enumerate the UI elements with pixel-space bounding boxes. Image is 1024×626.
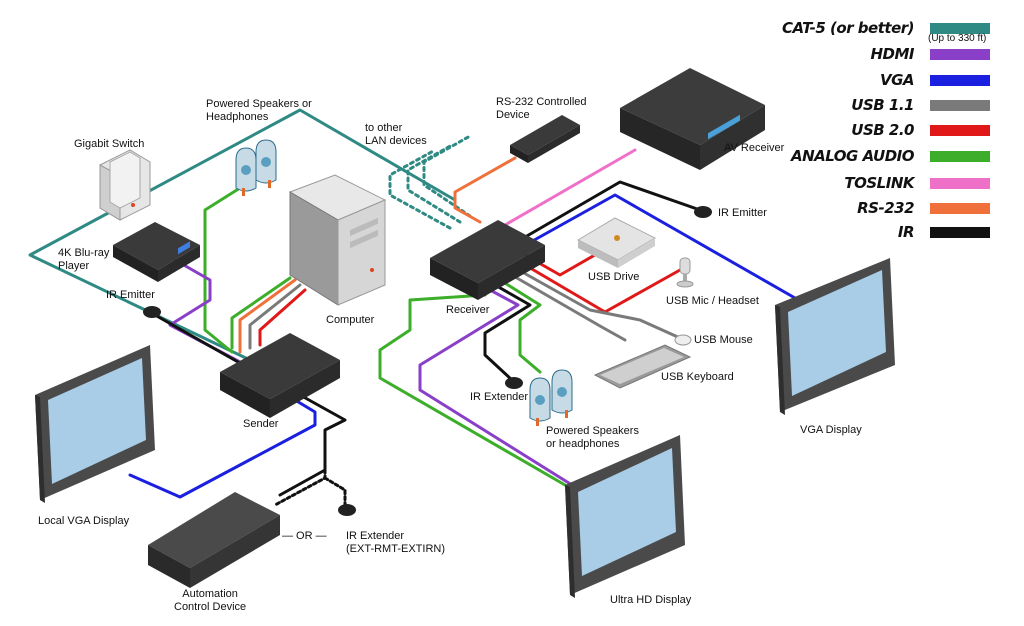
label-rs232-device: RS-232 Controlled Device: [496, 96, 587, 121]
legend-item: TOSLINK: [0, 174, 1024, 195]
cable-audio-bottom: [498, 278, 542, 374]
speakers-bottom-icon: [529, 369, 573, 426]
legend-item: IR: [0, 223, 1024, 244]
ir-extender-mid-icon: [505, 377, 523, 389]
label-usb-keyboard: USB Keyboard: [661, 371, 734, 383]
cable-cat5-lan-1: [388, 148, 452, 230]
legend-label: HDMI: [870, 45, 914, 63]
cable-toslink: [503, 148, 637, 227]
ir-emitter-right-icon: [694, 206, 712, 218]
cable-audio-uhd: [378, 293, 567, 487]
label-ir-extender-mid: IR Extender: [470, 391, 529, 403]
usb-drive-icon: [576, 217, 657, 268]
cable-cat5-lan-3: [422, 134, 472, 218]
cable-usb11-computer: [248, 283, 302, 350]
cable-usb11-mouse: [513, 266, 682, 340]
ultra-hd-display-icon: [565, 435, 685, 598]
label-to-other-lan: to other LAN devices: [365, 122, 427, 147]
label-av-receiver: AV Receiver: [724, 142, 785, 154]
ir-emitter-left-icon: [143, 306, 161, 318]
legend-item: RS-232: [0, 199, 1024, 220]
legend-item: VGA: [0, 71, 1024, 92]
receiver-icon: [430, 220, 545, 300]
legend-swatch: [930, 203, 990, 214]
legend-item: USB 1.1: [0, 96, 1024, 117]
label-bluray: 4K Blu-ray Player: [58, 247, 110, 272]
legend-label: USB 1.1: [851, 96, 914, 114]
cable-rs232: [453, 156, 517, 224]
av-receiver-icon: [620, 68, 765, 170]
cable-vga-right: [518, 193, 797, 300]
cable-rs232-computer: [238, 278, 297, 354]
cable-usb2-mic: [518, 260, 682, 314]
cable-vga-local: [128, 398, 317, 499]
legend-swatch: [930, 100, 990, 111]
legend-swatch: [930, 151, 990, 162]
label-ultra-hd-display: Ultra HD Display: [610, 594, 692, 606]
cable-ir-top: [518, 180, 702, 242]
legend-label: CAT-5 (or better): [781, 19, 915, 37]
legend-label: TOSLINK: [844, 174, 914, 192]
label-usb-mouse: USB Mouse: [694, 334, 753, 346]
sender-icon: [220, 333, 340, 418]
legend-item: CAT-5 (or better): [0, 19, 1024, 40]
legend-item: USB 2.0: [0, 121, 1024, 142]
rs232-device-icon: [510, 115, 580, 163]
cable-ir-mid: [483, 283, 532, 382]
label-computer: Computer: [326, 314, 375, 326]
cable-usb11-keyboard: [508, 272, 627, 342]
legend-label: IR: [897, 223, 915, 241]
label-powered-speakers-bottom: Powered Speakers or headphones: [546, 425, 639, 450]
legend-swatch: [930, 178, 990, 189]
label-or: — OR —: [282, 530, 327, 542]
speakers-top-icon: [235, 139, 277, 196]
legend-label: VGA: [879, 71, 915, 89]
ir-extender-bottom-icon: [338, 504, 356, 516]
computer-icon: [288, 174, 387, 306]
legend-label: USB 2.0: [851, 121, 914, 139]
usb-mouse-icon: [674, 334, 692, 346]
cable-hdmi-uhd: [418, 288, 582, 492]
cable-audio-top: [203, 186, 242, 354]
legend-label: ANALOG AUDIO: [791, 147, 914, 165]
legend-note: (Up to 330 ft): [928, 33, 987, 44]
keyboard-icon: [593, 344, 692, 389]
legend-swatch: [930, 125, 990, 136]
label-sender: Sender: [243, 418, 279, 430]
label-receiver: Receiver: [446, 304, 490, 316]
gigabit-switch-icon: [99, 149, 151, 221]
cable-ir-automation: [278, 393, 347, 497]
legend-label: RS-232: [857, 199, 914, 217]
cable-usb2-computer: [258, 288, 307, 347]
label-usb-mic: USB Mic / Headset: [666, 295, 759, 307]
legend-swatch: [930, 75, 990, 86]
label-automation: Automation Control Device: [174, 588, 247, 613]
legend-swatch: [930, 49, 990, 60]
local-vga-display-icon: [35, 345, 155, 503]
label-ir-extender-bottom: IR Extender (EXT-RMT-EXTIRN): [346, 530, 445, 555]
cable-ir-left: [153, 313, 240, 364]
label-ir-emitter-right: IR Emitter: [718, 207, 767, 219]
legend-item: HDMI: [0, 45, 1024, 66]
bluray-player-icon: [113, 222, 200, 282]
automation-device-icon: [148, 492, 280, 588]
legend-item: ANALOG AUDIO: [0, 147, 1024, 168]
cable-ir-dotted-2: [323, 476, 347, 507]
cable-cat5-link: [28, 108, 457, 362]
label-vga-display: VGA Display: [800, 424, 862, 436]
label-gigabit-switch: Gigabit Switch: [74, 138, 145, 150]
label-usb-drive: USB Drive: [588, 271, 640, 283]
legend-swatch: [930, 23, 990, 34]
usb-mic-icon: [676, 257, 694, 288]
cable-audio-computer: [230, 276, 292, 350]
vga-display-icon: [775, 258, 895, 415]
legend-swatch: [930, 227, 990, 238]
label-ir-emitter-left: IR Emitter: [106, 289, 155, 301]
label-powered-speakers-top: Powered Speakers or Headphones: [206, 98, 312, 123]
label-local-vga-display: Local VGA Display: [38, 515, 130, 527]
